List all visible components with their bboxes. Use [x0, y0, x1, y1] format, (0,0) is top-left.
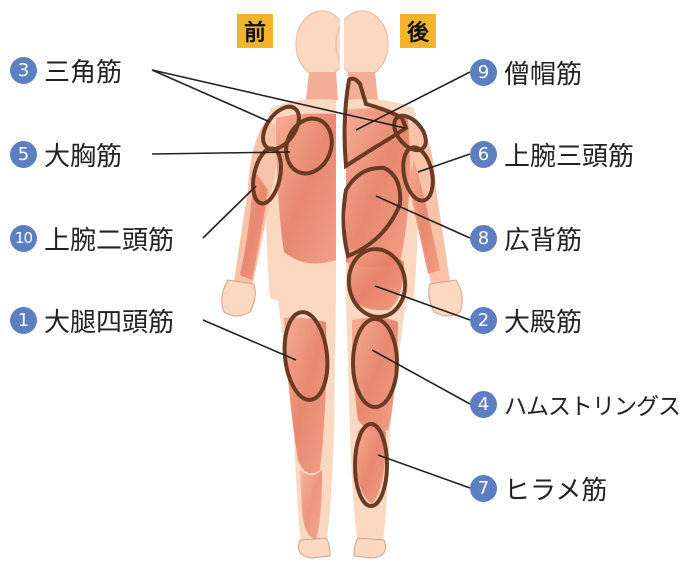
muscle-name: 上腕三頭筋 — [504, 136, 634, 173]
label-triceps: 6 上腕三頭筋 — [470, 137, 634, 171]
label-trapezius: 9 僧帽筋 — [470, 55, 582, 89]
number-badge: 4 — [470, 391, 497, 418]
number-badge: 8 — [470, 225, 497, 252]
number-badge: 3 — [10, 57, 37, 84]
label-hamstrings: 4 ハムストリングス — [470, 387, 680, 421]
label-deltoid: 3 三角筋 — [10, 53, 122, 87]
label-latissimus: 8 広背筋 — [470, 221, 582, 255]
front-view-tag: 前 — [237, 14, 273, 48]
label-soleus: 7 ヒラメ筋 — [470, 471, 607, 505]
number-badge: 5 — [10, 141, 37, 168]
back-view-tag: 後 — [400, 14, 436, 48]
label-gluteus: 2 大殿筋 — [470, 303, 582, 337]
number-badge: 10 — [10, 225, 37, 252]
muscle-name: 大殿筋 — [504, 302, 582, 339]
muscle-name: 上腕二頭筋 — [44, 220, 174, 257]
muscle-name: ヒラメ筋 — [504, 470, 607, 507]
number-badge: 6 — [470, 141, 497, 168]
label-biceps: 10 上腕二頭筋 — [10, 221, 174, 255]
number-badge: 2 — [470, 307, 497, 334]
number-badge: 9 — [470, 59, 497, 86]
front-figure — [222, 11, 348, 558]
muscle-name: 三角筋 — [44, 52, 122, 89]
label-quadriceps: 1 大腿四頭筋 — [10, 303, 174, 337]
muscle-name: 僧帽筋 — [504, 54, 582, 91]
muscle-name: 広背筋 — [504, 220, 582, 257]
muscle-name: 大腿四頭筋 — [44, 302, 174, 339]
muscle-name: ハムストリングス — [504, 387, 680, 421]
number-badge: 1 — [10, 307, 37, 334]
number-badge: 7 — [470, 475, 497, 502]
muscle-name: 大胸筋 — [44, 136, 122, 173]
label-pectoralis: 5 大胸筋 — [10, 137, 122, 171]
